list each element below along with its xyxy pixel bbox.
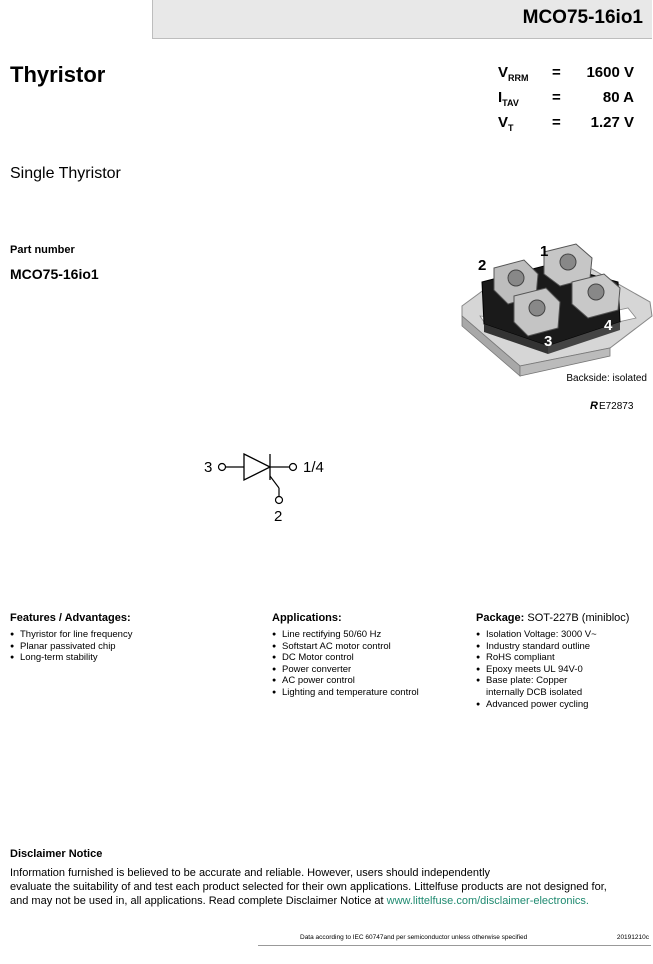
- list-item: Advanced power cycling: [476, 699, 651, 711]
- spec-value: 1600 V: [586, 64, 634, 81]
- disclaimer-line: evaluate the suitability of and test eac…: [10, 881, 607, 893]
- package-type: SOT-227B (minibloc): [527, 612, 630, 624]
- spec-row-vt: VT = 1.27 V: [498, 114, 638, 136]
- spec-symbol: VT: [498, 114, 514, 133]
- disclaimer-line: and may not be used in, all applications…: [10, 895, 589, 907]
- symbol-terminal-3: 3: [204, 459, 212, 476]
- footer-divider: [258, 945, 651, 946]
- spec-symbol: VRRM: [498, 64, 529, 83]
- spec-equals: =: [552, 64, 561, 81]
- header-bar: [152, 0, 652, 39]
- list-item: Line rectifying 50/60 Hz: [272, 629, 467, 641]
- list-item: Planar passivated chip: [10, 641, 250, 653]
- spec-symbol: ITAV: [498, 89, 519, 108]
- disclaimer-link[interactable]: www.littelfuse.com/disclaimer-electronic…: [386, 895, 589, 907]
- footer-code: 20191210c: [616, 934, 649, 941]
- list-item: Long-term stability: [10, 652, 250, 664]
- pin-label-3: 3: [544, 333, 552, 350]
- disclaimer-line: Information furnished is believed to be …: [10, 867, 491, 879]
- symbol-terminal-1-4: 1/4: [303, 459, 324, 476]
- ul-file-number: E72873: [598, 401, 634, 412]
- list-item: RoHS compliant: [476, 652, 651, 664]
- features-list: Thyristor for line frequency Planar pass…: [10, 629, 250, 664]
- list-item-continuation: internally DCB isolated: [486, 686, 583, 698]
- part-number-value: MCO75-16io1: [10, 266, 99, 282]
- list-item: Isolation Voltage: 3000 V~: [476, 629, 651, 641]
- part-number-label: Part number: [10, 244, 75, 256]
- package-list: Isolation Voltage: 3000 V~ Industry stan…: [476, 629, 651, 710]
- features-heading: Features / Advantages:: [10, 612, 131, 624]
- pin-label-4: 4: [604, 317, 613, 334]
- subtitle: Single Thyristor: [10, 165, 121, 182]
- package-heading: Package: SOT-227B (minibloc): [476, 612, 629, 624]
- list-item: Power converter: [272, 664, 467, 676]
- list-item: DC Motor control: [272, 652, 467, 664]
- spec-row-itav: ITAV = 80 A: [498, 89, 638, 111]
- page-title: Thyristor: [10, 62, 106, 87]
- disclaimer-heading: Disclaimer Notice: [10, 848, 103, 860]
- spec-value: 1.27 V: [590, 114, 634, 131]
- applications-list: Line rectifying 50/60 Hz Softstart AC mo…: [272, 629, 467, 699]
- package-image: 2 1 3 4: [461, 243, 653, 377]
- list-item: AC power control: [272, 675, 467, 687]
- spec-row-vrrm: VRRM = 1600 V: [498, 64, 638, 86]
- thyristor-symbol: 3 1/4 2: [204, 452, 324, 524]
- list-item: Base plate: Copper: [476, 675, 651, 687]
- list-item: Epoxy meets UL 94V-0: [476, 664, 651, 676]
- applications-heading: Applications:: [272, 612, 342, 624]
- spec-value: 80 A: [602, 89, 634, 106]
- list-item: Thyristor for line frequency: [10, 629, 250, 641]
- symbol-terminal-2: 2: [274, 508, 282, 524]
- list-item: Lighting and temperature control: [272, 687, 467, 699]
- header-part-number: MCO75-16io1: [522, 7, 643, 28]
- spec-equals: =: [552, 89, 561, 106]
- package-heading-label: Package:: [476, 612, 525, 624]
- spec-equals: =: [552, 114, 561, 131]
- list-item: Softstart AC motor control: [272, 641, 467, 653]
- pin-label-2: 2: [478, 257, 486, 274]
- list-item: Industry standard outline: [476, 641, 651, 653]
- pin-label-1: 1: [540, 243, 548, 260]
- footer-note: Data according to IEC 60747and per semic…: [300, 934, 528, 941]
- backside-note: Backside: isolated: [566, 373, 647, 384]
- ul-logo-icon: R: [590, 400, 598, 412]
- disclaimer-text: Information furnished is believed to be …: [10, 866, 650, 908]
